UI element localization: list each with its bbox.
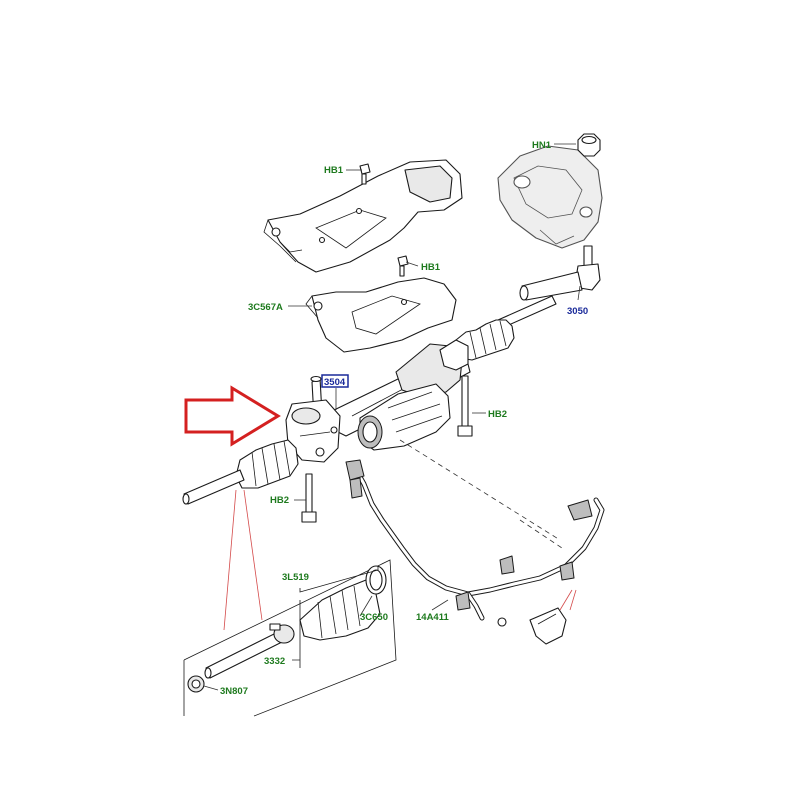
kit-bracket [299, 566, 379, 668]
wiring-harness [345, 459, 605, 645]
inset-bush [187, 675, 205, 693]
left-tie-rod-and-boot [182, 439, 299, 505]
inset-inner-tie-rod [204, 623, 295, 679]
hb2-bolt-left [301, 473, 317, 523]
label-3c567a: 3C567A [248, 302, 283, 313]
steering-rack-housing [329, 339, 471, 451]
right-tie-rod-and-boot [455, 295, 557, 361]
outer-tie-rod-end [519, 245, 601, 301]
label-leaders [203, 143, 581, 691]
hb2-bolt-right [457, 375, 473, 437]
hb1-bolt-top [359, 163, 371, 185]
label-3c650: 3C650 [360, 612, 388, 623]
label-hb2-right: HB2 [488, 409, 507, 420]
hn1-nut [577, 133, 601, 157]
subframe-bracket [497, 145, 603, 249]
label-3n807: 3N807 [220, 686, 248, 697]
label-hb1-top: HB1 [324, 165, 344, 176]
label-hb2-left: HB2 [270, 495, 289, 506]
pink-leader-lines [223, 489, 577, 631]
label-hn1: HN1 [532, 140, 552, 151]
label-3l519: 3L519 [282, 572, 309, 583]
label-3504-highlight [321, 374, 349, 388]
lower-heat-shield [305, 277, 457, 353]
inset-clip [365, 565, 387, 595]
red-pointer-arrow-icon [184, 385, 281, 447]
hb1-bolt-mid [397, 255, 409, 277]
label-14a411: 14A411 [416, 612, 449, 623]
label-hb1-mid: HB1 [421, 262, 441, 273]
label-3332: 3332 [264, 656, 285, 667]
label-3050: 3050 [567, 306, 588, 317]
inset-boot [299, 579, 381, 641]
pinion-input-shaft [285, 375, 341, 463]
label-3504: 3504 [324, 377, 346, 388]
detail-inset-frame [183, 559, 397, 717]
dashed-leader-lines [399, 439, 563, 549]
